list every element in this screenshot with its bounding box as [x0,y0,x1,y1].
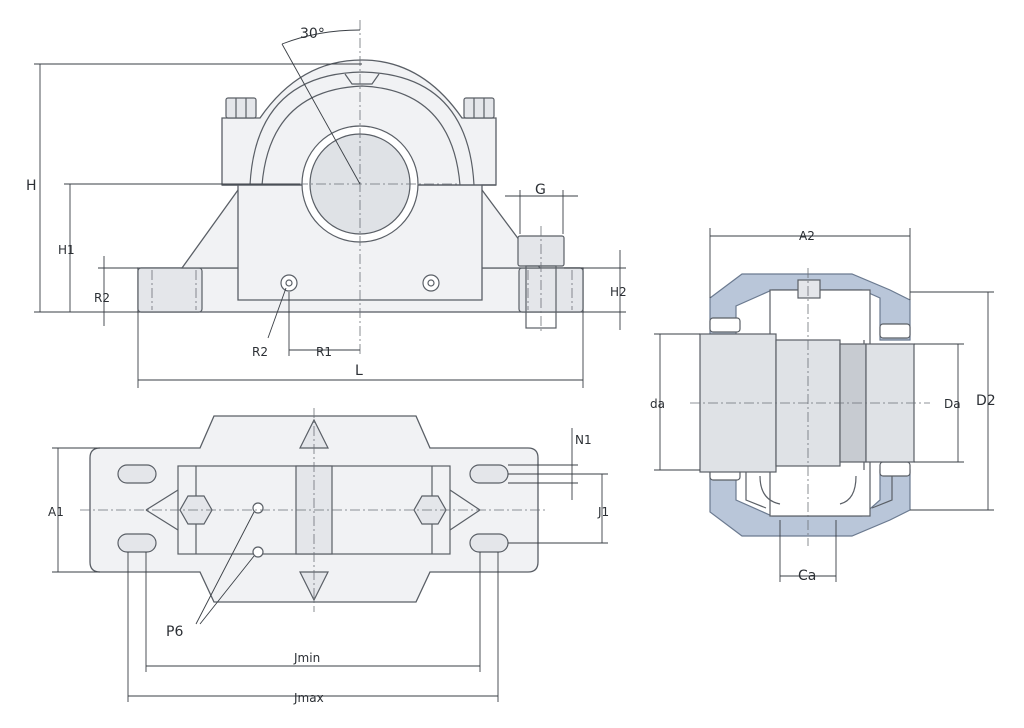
label-A2: A2 [799,229,815,243]
top-view [80,408,548,625]
label-D2: D2 [976,393,996,409]
label-Jmax: Jmax [293,691,324,705]
top-slot-bl [117,533,157,553]
label-H1: H1 [58,243,75,257]
top-slot-tr [469,464,509,484]
top-slot-br [469,533,509,553]
label-R2: R2 [94,291,110,305]
label-angle: 30° [300,26,325,42]
section-view [690,268,930,546]
label-Ca: Ca [798,568,816,584]
top-dimensions [52,428,608,702]
front-plug-right [422,274,440,292]
label-A1: A1 [48,505,64,519]
label-L: L [355,363,363,379]
front-dimensions [34,29,626,388]
section-dimensions [654,228,994,582]
label-R1: R1 [316,345,332,359]
front-right-cap-bolt [463,97,495,119]
label-N1: N1 [575,433,592,447]
label-da: da [650,397,665,411]
label-H2: H2 [610,285,627,299]
front-left-cap-bolt [225,97,257,119]
label-H: H [26,178,37,194]
front-base-right-lug [518,267,584,313]
top-plug-1 [252,502,264,514]
label-R2-base: R2 [252,345,268,359]
label-P6: P6 [166,624,183,640]
section-seal-right-bottom [879,461,911,477]
label-J1: J1 [597,505,609,519]
label-Jmin: Jmin [293,651,320,665]
top-slot-tl [117,464,157,484]
front-base-left-lug [137,267,203,313]
section-seal-left-top [709,317,741,333]
front-plug-left [280,274,298,292]
front-view [137,20,584,355]
section-seal-right-top [879,323,911,339]
top-plug-2 [252,546,264,558]
label-Da: Da [944,397,961,411]
label-G: G [535,182,546,198]
